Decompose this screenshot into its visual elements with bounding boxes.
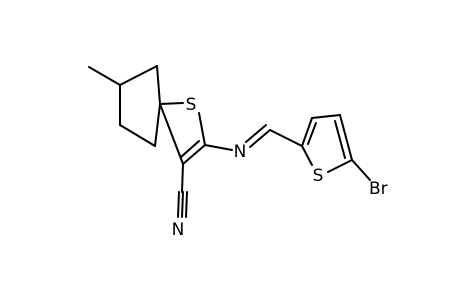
bond-c2-c3	[182, 144, 206, 165]
bond-c5-c4	[119, 124, 156, 147]
bond-c3-cn	[181, 163, 184, 193]
bond-c3p-c4p	[311, 114, 341, 119]
bond-n-ch	[249, 129, 271, 148]
atom-label-s-core: S	[186, 95, 197, 115]
bond-s-c2p	[301, 145, 313, 166]
bond-c4-c3a	[154, 103, 161, 147]
bond-cn-triple-c	[185, 191, 188, 218]
atom-label-n-nitrile: N	[172, 220, 185, 240]
bond-c4p-c5p-double	[334, 120, 346, 159]
bond-c2-n	[204, 144, 233, 151]
bond-c4p-c5p	[339, 114, 353, 161]
bond-c7a-s	[159, 102, 184, 105]
bond-cn-triple-b	[181, 191, 184, 218]
bond-c2p-c3p-double	[307, 122, 317, 145]
bond-ch-c2p	[269, 129, 303, 147]
bond-cn-triple-a	[177, 191, 180, 218]
atom-label-br: Br	[369, 179, 388, 199]
atom-label-n-imine: N	[234, 142, 247, 162]
atom-label-s-side: S	[313, 166, 324, 186]
bond-methyl	[88, 66, 121, 86]
bond-c5p-br	[351, 159, 371, 181]
bond-n-ch-double	[245, 124, 267, 143]
bond-c2p-c3p	[301, 117, 313, 147]
bond-c3-c3a	[159, 103, 184, 165]
bond-c5p-s	[327, 159, 353, 173]
bond-c7-c7a	[156, 65, 161, 105]
bond-c6-c7	[119, 65, 158, 86]
bond-s-c2	[198, 112, 206, 146]
bond-c2-c3-double	[180, 140, 200, 158]
